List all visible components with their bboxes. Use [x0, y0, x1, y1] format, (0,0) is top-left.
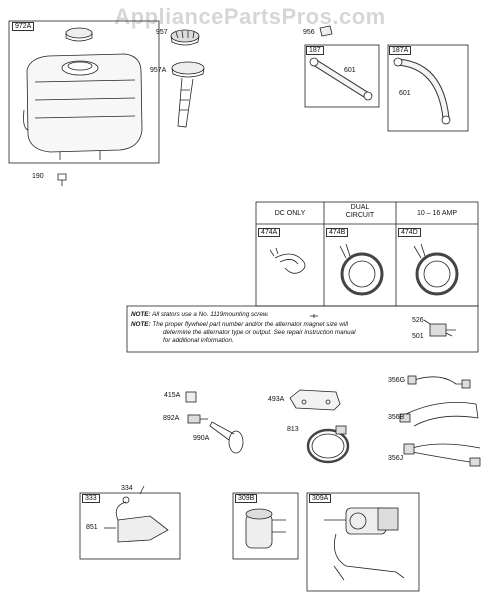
starter-309B-drawing: [245, 508, 286, 549]
stator-col-amp: 10 – 16 AMP: [416, 210, 458, 217]
mounting-screw-drawing: [310, 314, 318, 318]
note-2: NOTE: The proper flywheel part number an…: [131, 321, 348, 329]
note-2-line3: for additional information.: [163, 337, 234, 344]
harness-356G-drawing: [407, 375, 471, 389]
label-493A[interactable]: 493A: [268, 396, 285, 403]
label-474A[interactable]: 474A: [258, 228, 281, 237]
screw-190-drawing: [57, 173, 67, 186]
note-1: NOTE: All stators use a No. 1119mounting…: [131, 311, 269, 319]
note-2-line1: The proper flywheel part number and/or t…: [152, 321, 348, 328]
label-356B[interactable]: 356B: [388, 414, 405, 421]
label-415A[interactable]: 415A: [164, 392, 181, 399]
note-1-text: All stators use a No. 1119mounting screw…: [152, 311, 269, 318]
label-474D[interactable]: 474D: [398, 228, 421, 237]
label-356G[interactable]: 356G: [388, 377, 406, 384]
note-1-label: NOTE:: [131, 311, 151, 318]
harness-356J-drawing: [403, 443, 481, 467]
note-2-line2-row: determine the alternator type or output.…: [163, 329, 356, 337]
hose-187A-drawing: [393, 57, 451, 125]
fuel-tank-frame: [8, 20, 160, 164]
stator-col-dc-only: DC ONLY: [274, 210, 306, 217]
stator-col-dual: DUAL: [350, 204, 370, 211]
note-2-line3-row: for additional information.: [163, 337, 234, 345]
stator-474A-drawing: [269, 247, 306, 274]
label-333[interactable]: 333: [82, 494, 100, 503]
label-972A[interactable]: 972A: [12, 22, 35, 31]
label-956[interactable]: 956: [303, 29, 315, 36]
bracket-493A-drawing: [289, 389, 341, 411]
stator-474B-drawing: [339, 243, 384, 296]
label-990A[interactable]: 990A: [193, 435, 210, 442]
label-187A[interactable]: 187A: [389, 46, 412, 55]
hose-187-drawing: [309, 57, 373, 101]
label-957[interactable]: 957: [156, 29, 168, 36]
stator-col-circuit: CIRCUIT: [345, 212, 375, 219]
part-415A-drawing: [185, 391, 197, 403]
label-187[interactable]: 187: [306, 46, 324, 55]
part-892A-drawing: [187, 414, 208, 424]
cap-972A-drawing: [65, 27, 93, 42]
starter-309A-frame: [306, 492, 420, 592]
harness-356B-drawing: [399, 402, 479, 427]
stator-474D-drawing: [413, 243, 459, 296]
label-892A[interactable]: 892A: [163, 415, 180, 422]
watermark: AppliancePartsPros.com: [114, 4, 386, 29]
clip-956-drawing: [319, 25, 333, 37]
label-851[interactable]: 851: [86, 524, 98, 531]
part-333-drawing: [104, 496, 169, 543]
hose-187A-frame: [387, 44, 469, 132]
starter-309A-drawing: [324, 507, 405, 581]
kit-333-frame: [79, 492, 181, 560]
hose-187-frame: [304, 44, 380, 108]
stator-table-frame: [126, 201, 479, 353]
label-309A[interactable]: 309A: [309, 494, 332, 503]
part-334-drawing: [139, 485, 145, 495]
label-526[interactable]: 526: [412, 317, 424, 324]
dipstick-957A-drawing: [171, 61, 205, 128]
label-957A[interactable]: 957A: [150, 67, 167, 74]
label-813[interactable]: 813: [287, 426, 299, 433]
label-309B[interactable]: 309B: [235, 494, 258, 503]
label-601-b[interactable]: 601: [399, 90, 411, 97]
label-334[interactable]: 334: [121, 485, 133, 492]
fuel-tank-drawing: [23, 53, 143, 160]
label-474B[interactable]: 474B: [326, 228, 349, 237]
label-601-a[interactable]: 601: [344, 67, 356, 74]
label-501[interactable]: 501: [412, 333, 424, 340]
cap-957-drawing: [170, 29, 200, 46]
label-356J[interactable]: 356J: [388, 455, 404, 462]
note-2-label: NOTE:: [131, 321, 151, 328]
starter-309B-frame: [232, 492, 299, 560]
label-190[interactable]: 190: [32, 173, 44, 180]
clamp-813-drawing: [306, 425, 350, 464]
part-990A-drawing: [209, 421, 244, 454]
regulator-501-drawing: [423, 319, 456, 337]
note-2-line2: determine the alternator type or output.…: [163, 329, 356, 336]
